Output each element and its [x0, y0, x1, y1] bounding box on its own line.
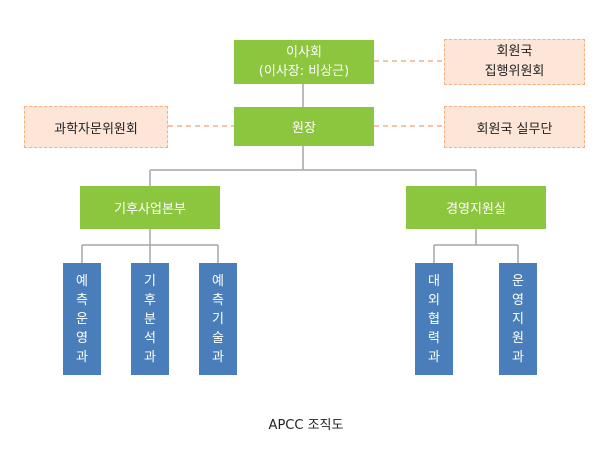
- board-title: 이사회: [286, 45, 322, 60]
- member-working-group-label: 회원국 실무단: [476, 121, 553, 137]
- director-label: 원장: [292, 121, 316, 136]
- member-exec-committee-line2: 집행위원회: [484, 64, 545, 79]
- climate-business-division-node: 기후사업본부: [80, 186, 220, 229]
- director-node: 원장: [234, 107, 374, 146]
- member-exec-committee-line1: 회원국: [496, 44, 533, 59]
- science-advisory-committee-node: 과학자문위원회: [24, 106, 168, 148]
- climate-business-division-label: 기후사업본부: [114, 202, 186, 217]
- member-working-group-node: 회원국 실무단: [444, 106, 585, 148]
- board-node: 이사회 (이사장: 비상근): [234, 40, 374, 84]
- diagram-caption: APCC 조직도: [268, 418, 344, 433]
- management-support-office-label: 경영지원실: [446, 202, 506, 217]
- board-subtitle: (이사장: 비상근): [258, 64, 350, 79]
- member-exec-committee-node: 회원국 집행위원회: [444, 39, 585, 85]
- science-advisory-committee-label: 과학자문위원회: [54, 121, 138, 137]
- management-support-office-node: 경영지원실: [406, 186, 546, 229]
